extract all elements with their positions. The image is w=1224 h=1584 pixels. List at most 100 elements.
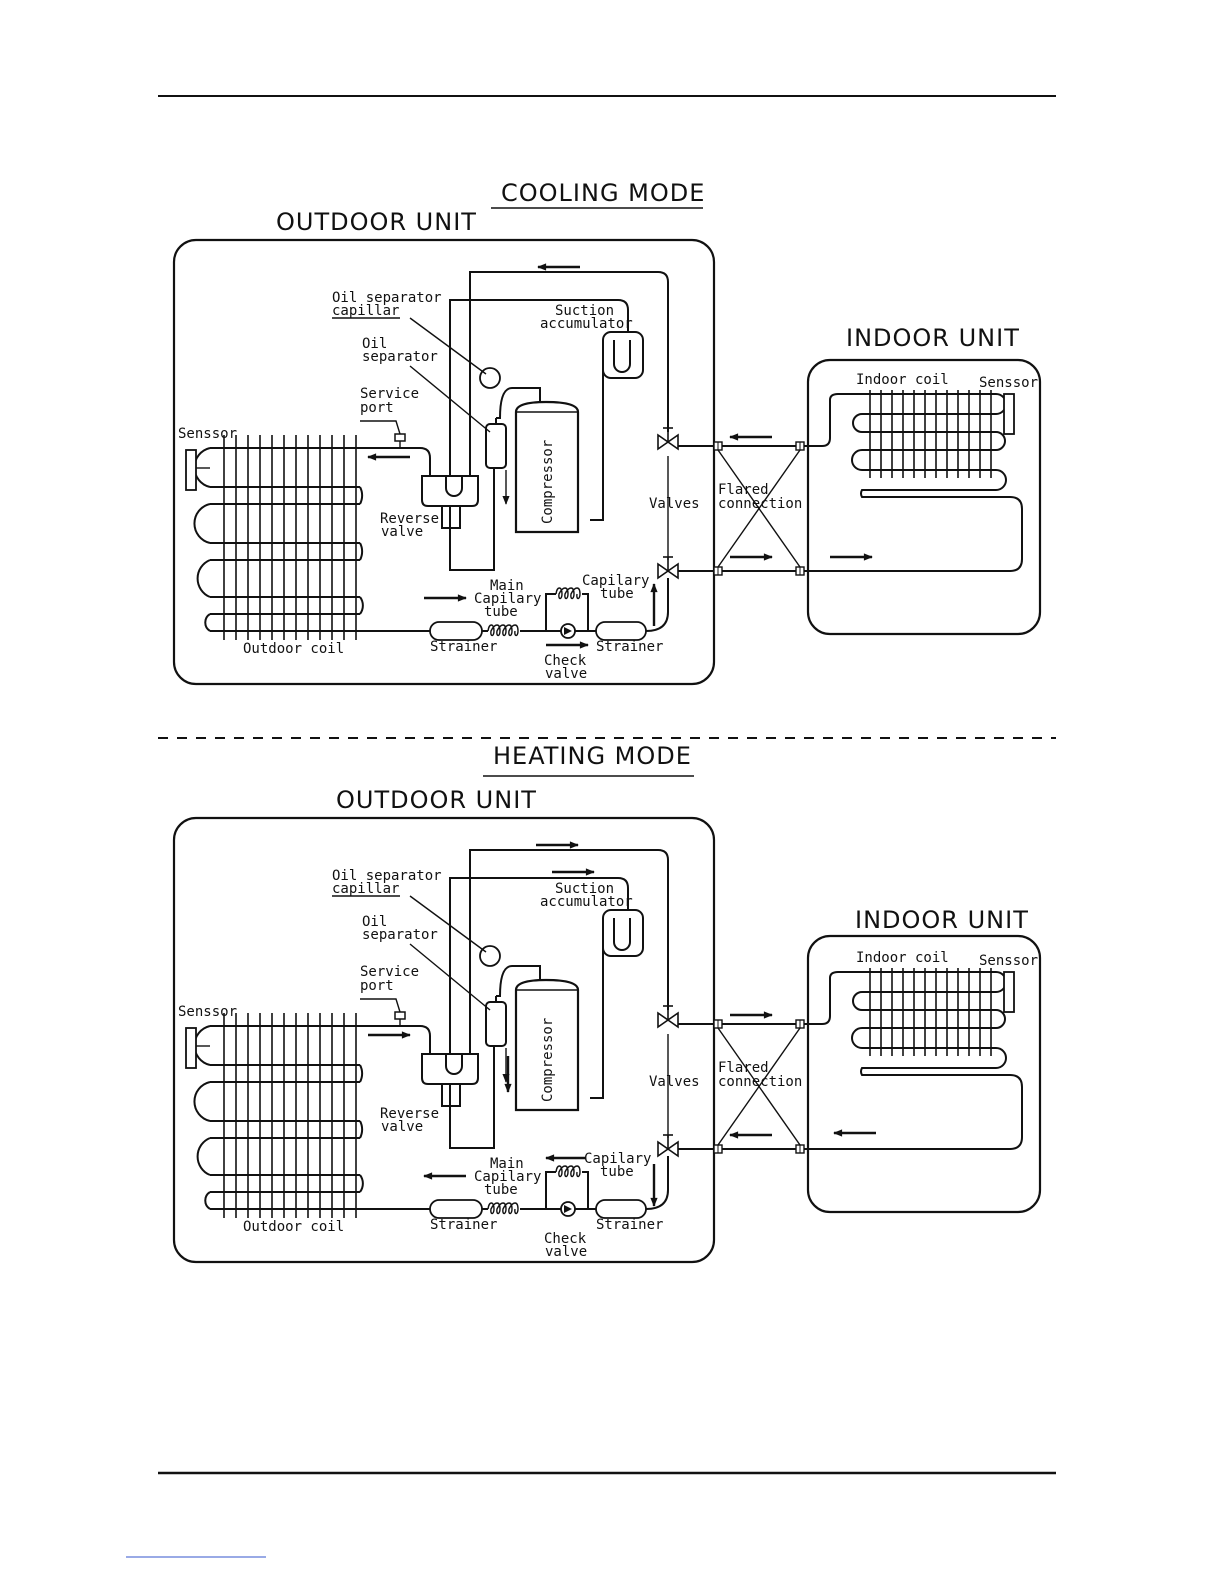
strainer-2 [595,1199,647,1219]
label-service: Service [360,386,419,402]
strainer-1 [429,621,483,641]
indoor-unit-box [806,358,1042,636]
label-oil-separator-capillar: Oil separator [332,868,442,884]
indoor-sensor [1003,971,1015,1013]
liquid-to-valve-pipe [645,578,669,632]
reverse-to-accumulator-pipe [449,876,629,1054]
label-capilary-tube: tube [600,586,634,602]
capillary-bypass-left [545,1171,556,1209]
label-port: port [360,400,394,416]
label-strainer-1: Strainer [430,639,497,655]
flare-leader-2 [717,1027,801,1146]
label-check: Check [544,1231,587,1247]
compressor: Compressor [514,978,580,1112]
outdoor-unit-box [172,816,716,1264]
label-main-capilary: Capilary [474,1169,541,1185]
accumulator-to-compressor-pipe [590,360,604,521]
label-indoor-coil: Indoor coil [856,372,949,388]
coil-to-reverse-pipe [360,1025,431,1054]
main-capillary-tube [487,624,519,637]
capillary-bypass-left [545,593,556,631]
label-strainer-2: Strainer [596,1217,663,1233]
upper-service-valve [657,1005,679,1029]
oil-separator [485,418,507,469]
label-accumulator: accumulator [540,316,633,332]
label-valves: Valves [649,496,700,512]
label-flared: Flared [718,482,769,498]
capillary-tube [555,587,581,600]
label-oil: Oil [362,336,387,352]
label-main: Main [490,578,524,594]
lower-service-valve [657,556,679,580]
accumulator-to-compressor-pipe [590,938,604,1099]
outdoor-sensor [185,449,197,491]
main-capillary-tube [487,1202,519,1215]
leader-oil-sep-cap [409,895,487,953]
mode-title: COOLING MODE [501,179,705,207]
leader-oil-sep [409,365,491,433]
label-strainer-2: Strainer [596,639,663,655]
label-valves: Valves [649,1074,700,1090]
label-outdoor-coil: Outdoor coil [243,1219,344,1235]
label-strainer-1: Strainer [430,1217,497,1233]
label-outdoor-sensor: Senssor [178,1004,237,1020]
label-main: Main [490,1156,524,1172]
indoor-unit-box [806,934,1042,1214]
outdoor-coil [193,435,364,640]
compressor: Compressor [514,400,580,534]
label-indoor-sensor: Senssor [979,375,1038,391]
outdoor-unit-title: OUTDOOR UNIT [276,208,477,236]
leader-oil-sep-cap [409,317,487,375]
label-capilary: Capilary [582,573,649,589]
label-connection: connection [718,496,802,512]
label-oil-separator-capillar: Oil separator [332,290,442,306]
indoor-sensor [1003,393,1015,435]
outdoor-sensor [185,1027,197,1069]
oil-sep-to-compressor-pipe [496,387,541,419]
label-indoor-coil: Indoor coil [856,950,949,966]
indoor-coil [804,968,1023,1150]
label-suction: Suction [555,303,614,319]
oil-separator [485,996,507,1047]
reverse-to-accumulator-pipe [449,298,629,476]
flare-leader-2 [717,449,801,568]
label-port: port [360,978,394,994]
label-indoor-sensor: Senssor [979,953,1038,969]
indoor-unit-title: INDOOR UNIT [855,906,1029,934]
liquid-to-valve-pipe [645,1156,669,1210]
service-port [394,433,406,442]
mode-title: HEATING MODE [493,742,692,770]
label-oil-separator-capillar-2: capillar [332,881,399,897]
reverse-to-oil-sep-pipe [449,462,495,571]
suction-accumulator [602,331,644,379]
oil-sep-to-compressor-pipe [496,965,541,997]
lower-service-valve [657,1134,679,1158]
label-separator: separator [362,349,438,365]
label-flared: Flared [718,1060,769,1076]
label-accumulator: accumulator [540,894,633,910]
label-reverse: Reverse [380,1106,439,1122]
outdoor-coil [193,1013,364,1218]
label-service: Service [360,964,419,980]
capillary-bypass-right [582,1171,589,1209]
compressor-label: Compressor [540,1018,556,1102]
strainer-1 [429,1199,483,1219]
outdoor-unit-box [172,238,716,686]
service-port [394,1011,406,1020]
compressor-label: Compressor [540,440,556,524]
label-valve: valve [381,524,423,540]
service-port-leader [360,420,401,435]
coil-to-reverse-pipe [360,447,431,476]
label-check-valve: valve [545,666,587,682]
capillary-bypass-right [582,593,589,631]
indoor-coil [804,390,1023,572]
service-port-leader [360,998,401,1013]
label-suction: Suction [555,881,614,897]
reverse-to-valve-pipe [469,271,669,476]
label-main-tube: tube [484,1182,518,1198]
label-connection: connection [718,1074,802,1090]
reverse-to-valve-pipe [469,849,669,1054]
